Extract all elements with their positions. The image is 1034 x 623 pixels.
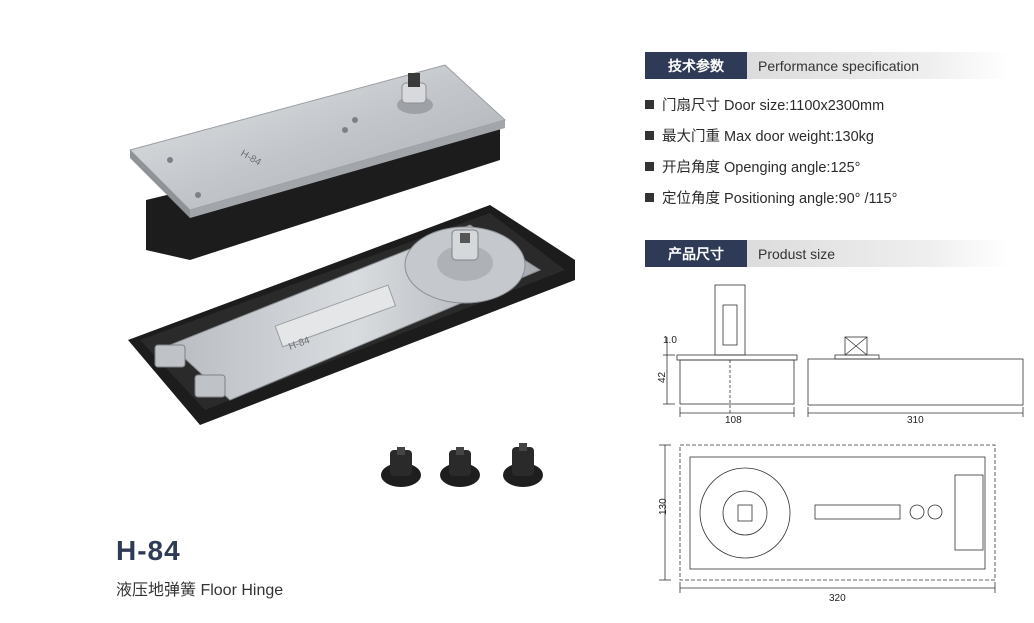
square-bullet-icon [645, 193, 654, 202]
size-header: 产品尺寸 Produst size [645, 240, 1009, 267]
technical-drawings: 1.0 42 108 310 130 320 [657, 284, 1024, 604]
model-title: H-84 [116, 535, 181, 566]
performance-tag: 技术参数 [645, 52, 747, 79]
performance-header: 技术参数 Performance specification [645, 52, 1009, 79]
square-bullet-icon [645, 100, 654, 109]
front-view-drawing: 1.0 42 108 [657, 284, 798, 426]
spindle-adapters [381, 443, 543, 487]
size-title: Produst size [747, 240, 1009, 267]
dim-width: 108 [725, 415, 742, 426]
product-photo: H-84 H-84 [128, 64, 575, 487]
model-subtitle: 液压地弹簧 Floor Hinge [116, 582, 284, 599]
spec-item: 开启角度 Openging angle:125° [645, 151, 897, 182]
adapter-1 [381, 447, 421, 487]
spec-list: 门扇尺寸 Door size:1100x2300mm 最大门重 Max door… [645, 89, 897, 213]
dim-length-side: 310 [907, 415, 924, 426]
adapter-3 [503, 443, 543, 487]
square-bullet-icon [645, 131, 654, 140]
adapter-2 [440, 447, 480, 487]
cover-plate: H-84 [129, 64, 506, 260]
dim-thickness: 1.0 [663, 335, 677, 346]
spec-item: 定位角度 Positioning angle:90° /115° [645, 182, 897, 213]
size-tag: 产品尺寸 [645, 240, 747, 267]
top-view-drawing: 130 320 [658, 444, 996, 604]
square-bullet-icon [645, 162, 654, 171]
dim-depth: 130 [658, 498, 669, 515]
side-view-drawing: 310 [807, 336, 1024, 426]
dim-height: 42 [657, 371, 668, 383]
performance-title: Performance specification [747, 52, 1009, 79]
dim-length-total: 320 [829, 593, 846, 604]
hinge-body: H-84 [128, 205, 575, 425]
spec-item: 门扇尺寸 Door size:1100x2300mm [645, 89, 897, 120]
spec-item: 最大门重 Max door weight:130kg [645, 120, 897, 151]
